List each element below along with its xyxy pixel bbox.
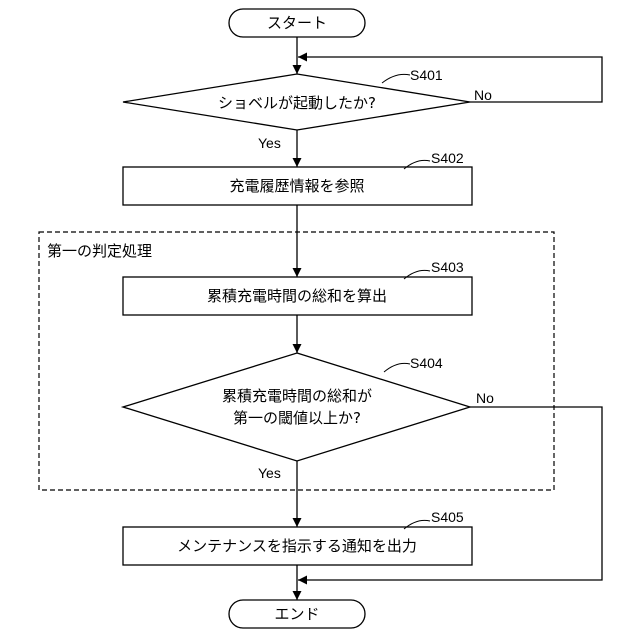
- s404-leader-line: [384, 363, 410, 372]
- s403-process-text: 累積充電時間の総和を算出: [207, 287, 387, 305]
- s405-process-text: メンテナンスを指示する通知を出力: [177, 537, 417, 555]
- s401-no-label: No: [474, 87, 492, 103]
- s402-step-id: S402: [431, 150, 464, 166]
- s401-leader-line: [382, 74, 410, 83]
- s401-yes-label: Yes: [258, 135, 281, 151]
- s401-step-id: S401: [410, 67, 443, 83]
- s404-decision-text-line1: 累積充電時間の総和が: [222, 387, 372, 405]
- start-terminal-label: スタート: [267, 14, 327, 32]
- first-judgment-group-label: 第一の判定処理: [47, 242, 152, 260]
- s404-decision-text-line2: 第一の閾値以上か?: [233, 409, 361, 427]
- end-terminal-label: エンド: [274, 605, 319, 623]
- s405-step-id: S405: [431, 509, 464, 525]
- s404-yes-label: Yes: [258, 465, 281, 481]
- s403-step-id: S403: [431, 259, 464, 275]
- s402-process-text: 充電履歴情報を参照: [229, 177, 364, 195]
- s404-no-label: No: [476, 390, 494, 406]
- s404-step-id: S404: [410, 355, 443, 371]
- s401-decision-text: ショベルが起動したか?: [218, 94, 376, 112]
